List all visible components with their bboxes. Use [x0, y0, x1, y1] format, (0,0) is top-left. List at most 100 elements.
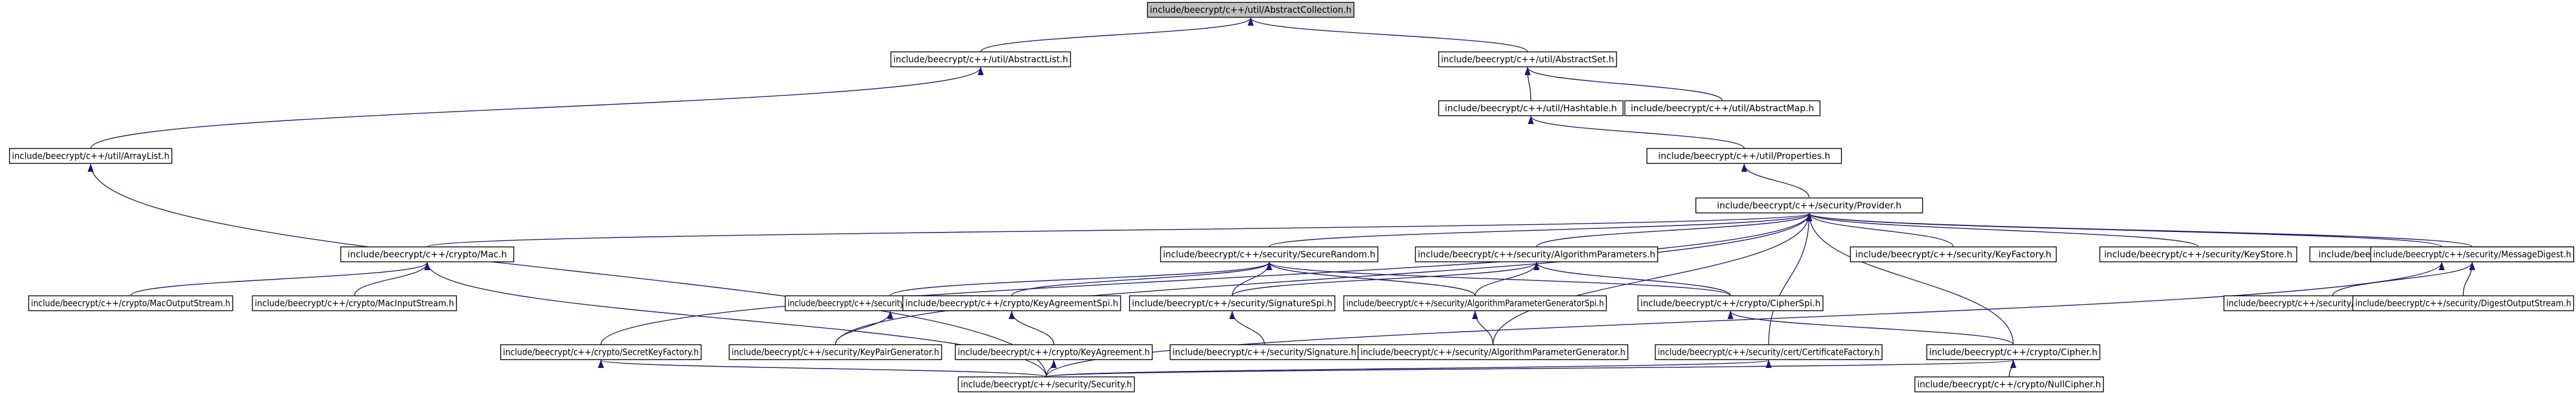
- edge-nullcipher-to-cipher: [2009, 360, 2016, 377]
- edge-keyfactory-to-provider: [1806, 213, 1954, 247]
- edge-abstractset-to-collection: [1248, 17, 1528, 52]
- node-algparams[interactable]: include/beecrypt/c++/security/AlgorithmP…: [1415, 246, 1658, 262]
- node-box-digestoutput: [2352, 295, 2574, 311]
- edge-mac-to-provider: [427, 213, 1812, 247]
- node-apgspi[interactable]: include/beecrypt/c++/security/AlgorithmP…: [1343, 295, 1607, 311]
- edge-keyagreement-to-kaspi: [1008, 311, 1054, 345]
- node-abstractmap[interactable]: include/beecrypt/c++/util/AbstractMap.h: [1624, 100, 1821, 116]
- edge-security-to-arraylist: [88, 163, 1047, 377]
- edge-kpg-to-provider: [835, 213, 1812, 345]
- node-cipherspi[interactable]: include/beecrypt/c++/crypto/CipherSpi.h: [1637, 295, 1824, 311]
- node-box-certfactory: [1655, 344, 1883, 360]
- edge-secretkeyfactory-to-provider: [600, 213, 1812, 345]
- node-box-provider: [1695, 197, 1923, 213]
- node-abstractset[interactable]: include/beecrypt/c++/util/AbstractSet.h: [1438, 51, 1617, 67]
- node-label-messagedigest: include/beecrypt/c++/security/MessageDig…: [2373, 249, 2571, 260]
- node-box-mac: [340, 246, 514, 262]
- node-label-apgspi: include/beecrypt/c++/security/AlgorithmP…: [1346, 298, 1604, 309]
- node-sigspi[interactable]: include/beecrypt/c++/security/SignatureS…: [1129, 295, 1335, 311]
- edge-signature-to-sigspi: [1229, 311, 1265, 345]
- node-box-abstractset: [1438, 51, 1617, 67]
- node-label-arraylist: include/beecrypt/c++/util/ArrayList.h: [12, 151, 169, 162]
- node-label-abstractmap: include/beecrypt/c++/util/AbstractMap.h: [1631, 103, 1814, 114]
- node-box-abstractlist: [890, 51, 1071, 67]
- node-keyfactory[interactable]: include/beecrypt/c++/security/KeyFactory…: [1850, 246, 2057, 262]
- edge-cipher-to-provider: [1806, 213, 2014, 345]
- node-label-provider: include/beecrypt/c++/security/Provider.h: [1717, 200, 1901, 211]
- edge-keystore-to-provider: [1806, 213, 2199, 247]
- edge-apg-to-provider: [1492, 213, 1812, 345]
- edge-digestoutput-to-messagedigest: [2463, 262, 2475, 296]
- node-nullcipher[interactable]: include/beecrypt/c++/crypto/NullCipher.h: [1914, 376, 2104, 392]
- edge-apgspi-to-securerandom: [1266, 262, 1476, 296]
- node-label-abstractlist: include/beecrypt/c++/util/AbstractList.h: [893, 54, 1068, 65]
- edge-arraylist-to-abstractlist: [90, 67, 984, 149]
- edge-cipherspi-to-algparams: [1534, 262, 1731, 296]
- node-kpg[interactable]: include/beecrypt/c++/security/KeyPairGen…: [729, 344, 942, 360]
- edge-provider-to-properties: [1741, 163, 1810, 199]
- node-abstractlist[interactable]: include/beecrypt/c++/util/AbstractList.h: [890, 51, 1071, 67]
- node-box-sigspi: [1129, 295, 1335, 311]
- edge-kaspi-to-securerandom: [1011, 262, 1272, 296]
- edge-messagedigest-to-provider: [1806, 213, 2473, 247]
- node-keyagreement[interactable]: include/beecrypt/c++/crypto/KeyAgreement…: [955, 344, 1153, 360]
- node-cipher[interactable]: include/beecrypt/c++/crypto/Cipher.h: [1926, 344, 2100, 360]
- node-box-security: [958, 376, 1135, 392]
- node-box-macinputstream: [252, 295, 457, 311]
- node-box-securerandom: [1160, 246, 1378, 262]
- node-box-keyfactory: [1850, 246, 2057, 262]
- edge-sigspi-to-algparams: [1232, 262, 1540, 296]
- edge-sigspi-to-securerandom: [1232, 262, 1272, 296]
- edge-properties-to-hashtable: [1528, 116, 1745, 149]
- node-label-certfactory: include/beecrypt/c++/security/cert/Certi…: [1658, 347, 1880, 358]
- node-macinputstream[interactable]: include/beecrypt/c++/crypto/MacInputStre…: [252, 295, 457, 311]
- edge-abstractlist-to-collection: [980, 17, 1254, 52]
- node-mac[interactable]: include/beecrypt/c++/crypto/Mac.h: [340, 246, 514, 262]
- node-messagedigest[interactable]: include/beecrypt/c++/security/MessageDig…: [2370, 246, 2574, 262]
- node-keystore[interactable]: include/beecrypt/c++/security/KeyStore.h: [2099, 246, 2297, 262]
- edge-security-to-cipher: [1045, 360, 2016, 377]
- node-hashtable[interactable]: include/beecrypt/c++/util/Hashtable.h: [1438, 100, 1624, 116]
- edge-digestinput-to-messagedigest: [2332, 262, 2475, 296]
- node-provider[interactable]: include/beecrypt/c++/security/Provider.h: [1695, 197, 1923, 213]
- edge-kpgspi-to-securerandom: [890, 262, 1272, 296]
- node-label-macoutputstream: include/beecrypt/c++/crypto/MacOutputStr…: [31, 298, 230, 309]
- node-box-kpg: [729, 344, 942, 360]
- node-label-secretkeyfactory: include/beecrypt/c++/crypto/SecretKeyFac…: [503, 347, 699, 358]
- node-certfactory[interactable]: include/beecrypt/c++/security/cert/Certi…: [1655, 344, 1883, 360]
- node-label-keyagreement: include/beecrypt/c++/crypto/KeyAgreement…: [958, 347, 1150, 358]
- edge-securerandom-to-provider: [1269, 213, 1812, 247]
- node-box-properties: [1646, 148, 1842, 164]
- node-label-algparams: include/beecrypt/c++/security/AlgorithmP…: [1418, 249, 1655, 260]
- node-collection: include/beecrypt/c++/util/AbstractCollec…: [1147, 2, 1355, 18]
- node-label-keystore: include/beecrypt/c++/security/KeyStore.h: [2104, 249, 2293, 260]
- node-macoutputstream[interactable]: include/beecrypt/c++/crypto/MacOutputStr…: [28, 295, 233, 311]
- node-label-digestoutput: include/beecrypt/c++/security/DigestOutp…: [2355, 298, 2571, 309]
- node-securerandom[interactable]: include/beecrypt/c++/security/SecureRand…: [1160, 246, 1378, 262]
- node-secretkeyfactory[interactable]: include/beecrypt/c++/crypto/SecretKeyFac…: [500, 344, 702, 360]
- node-box-apgspi: [1343, 295, 1607, 311]
- node-kaspi[interactable]: include/beecrypt/c++/crypto/KeyAgreement…: [902, 295, 1121, 311]
- node-layer: include/beecrypt/c++/util/AbstractCollec…: [9, 2, 2574, 392]
- node-properties[interactable]: include/beecrypt/c++/util/Properties.h: [1646, 148, 1842, 164]
- edge-cipher-to-cipherspi: [1727, 311, 2014, 345]
- node-digestoutput[interactable]: include/beecrypt/c++/security/DigestOutp…: [2352, 295, 2574, 311]
- node-signature[interactable]: include/beecrypt/c++/security/Signature.…: [1170, 344, 1359, 360]
- node-box-macoutputstream: [28, 295, 233, 311]
- node-label-cipher: include/beecrypt/c++/crypto/Cipher.h: [1929, 347, 2097, 358]
- node-box-algparams: [1415, 246, 1658, 262]
- node-label-signature: include/beecrypt/c++/security/Signature.…: [1173, 347, 1356, 358]
- node-arraylist[interactable]: include/beecrypt/c++/util/ArrayList.h: [9, 148, 172, 164]
- node-apg[interactable]: include/beecrypt/c++/security/AlgorithmP…: [1358, 344, 1628, 360]
- node-box-secretkeyfactory: [500, 344, 702, 360]
- node-label-abstractset: include/beecrypt/c++/util/AbstractSet.h: [1441, 54, 1614, 65]
- node-box-cipherspi: [1637, 295, 1824, 311]
- node-label-macinputstream: include/beecrypt/c++/crypto/MacInputStre…: [255, 298, 454, 309]
- edge-abstractmap-to-abstractset: [1525, 67, 1723, 101]
- node-security[interactable]: include/beecrypt/c++/security/Security.h: [958, 376, 1135, 392]
- node-label-cipherspi: include/beecrypt/c++/crypto/CipherSpi.h: [1640, 298, 1821, 309]
- edge-layer: [88, 17, 2475, 377]
- node-label-hashtable: include/beecrypt/c++/util/Hashtable.h: [1445, 103, 1616, 114]
- node-box-keyagreement: [955, 344, 1153, 360]
